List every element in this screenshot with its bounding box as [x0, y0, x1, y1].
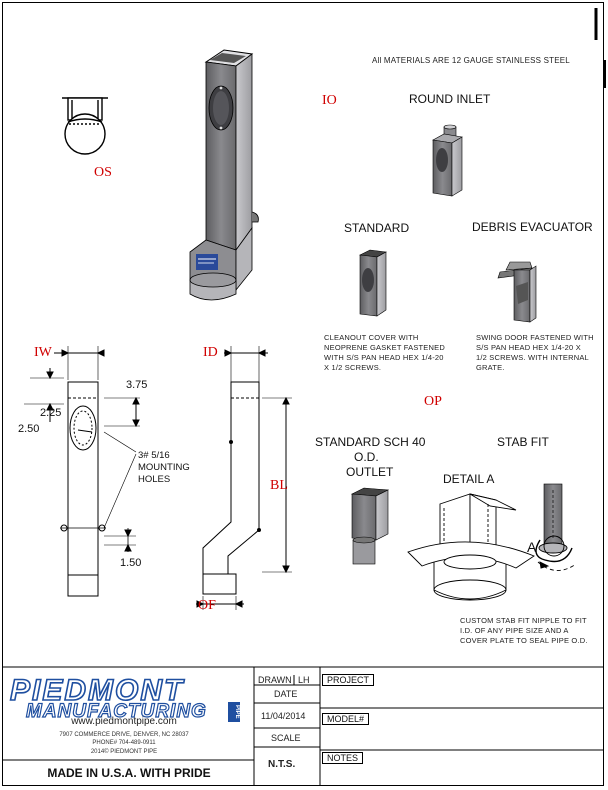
outlet-title-line1: STANDARD SCH 40 [315, 435, 426, 449]
view-label-io: IO [322, 93, 337, 108]
stab-fit-description: CUSTOM STAB FIT NIPPLE TO FIT I.D. OF AN… [460, 616, 588, 645]
date-value: 11/04/2014 [261, 711, 306, 721]
stab-fit-detail [407, 483, 577, 601]
dimension-3-75: 3.75 [126, 379, 148, 391]
outlet-title-line3: OUTLET [346, 465, 394, 479]
made-in-usa: MADE IN U.S.A. WITH PRIDE [47, 766, 211, 780]
id-side-view [196, 346, 292, 610]
view-label-id: ID [203, 345, 218, 360]
notes-label: NOTES [322, 752, 364, 764]
standard-description: CLEANOUT COVER WITH NEOPRENE GASKET FAST… [324, 333, 445, 372]
view-label-bl: BL [270, 478, 288, 493]
sch40-outlet-drawing [350, 487, 390, 565]
company-website[interactable]: www.piedmontpipe.com [71, 716, 177, 727]
date-label: DATE [274, 689, 298, 699]
stab-fit-title: STAB FIT [497, 435, 549, 449]
model-label: MODEL# [322, 713, 370, 725]
view-label-iw: IW [34, 345, 52, 360]
company-contact: 7907 COMMERCE DRIVE, DENVER, NC 28037 PH… [59, 732, 189, 755]
outlet-title-line2: O.D. [354, 450, 379, 464]
dimension-2-50: 2.50 [18, 423, 40, 435]
mounting-holes-callout: 3# 5/16 MOUNTING HOLES [138, 450, 190, 485]
scale-label: SCALE [271, 733, 301, 743]
standard-drawing [358, 249, 387, 317]
drawn-label: DRAWN [258, 675, 292, 685]
scale-value: N.T.S. [268, 759, 296, 770]
view-label-of: OF [198, 598, 216, 613]
detail-a-title: DETAIL A [443, 472, 495, 486]
company-logo: PIEDMONT MANUFACTURING PIPE [9, 674, 240, 722]
drawn-value: LH [298, 675, 310, 685]
view-label-op: OP [424, 394, 442, 409]
iw-front-view [24, 346, 140, 597]
title-block-lines [2, 666, 604, 786]
dimension-2-25: 2.25 [40, 407, 62, 419]
round-inlet-title: ROUND INLET [409, 92, 491, 106]
os-top-view [62, 97, 108, 155]
main-isometric-pipe [189, 49, 259, 301]
debris-evacuator-drawing [497, 261, 537, 323]
dimension-1-50: 1.50 [120, 557, 142, 569]
round-inlet-drawing [432, 124, 463, 197]
project-label: PROJECT [322, 674, 375, 686]
debris-description: SWING DOOR FASTENED WITH S/S PAN HEAD HE… [476, 333, 594, 372]
debris-evacuator-title: DEBRIS EVACUATOR [472, 220, 593, 234]
materials-note: All MATERIALS ARE 12 GAUGE STAINLESS STE… [372, 56, 570, 65]
standard-title: STANDARD [344, 221, 410, 235]
detail-a-marker: A [527, 539, 537, 555]
view-label-os: OS [94, 165, 112, 180]
